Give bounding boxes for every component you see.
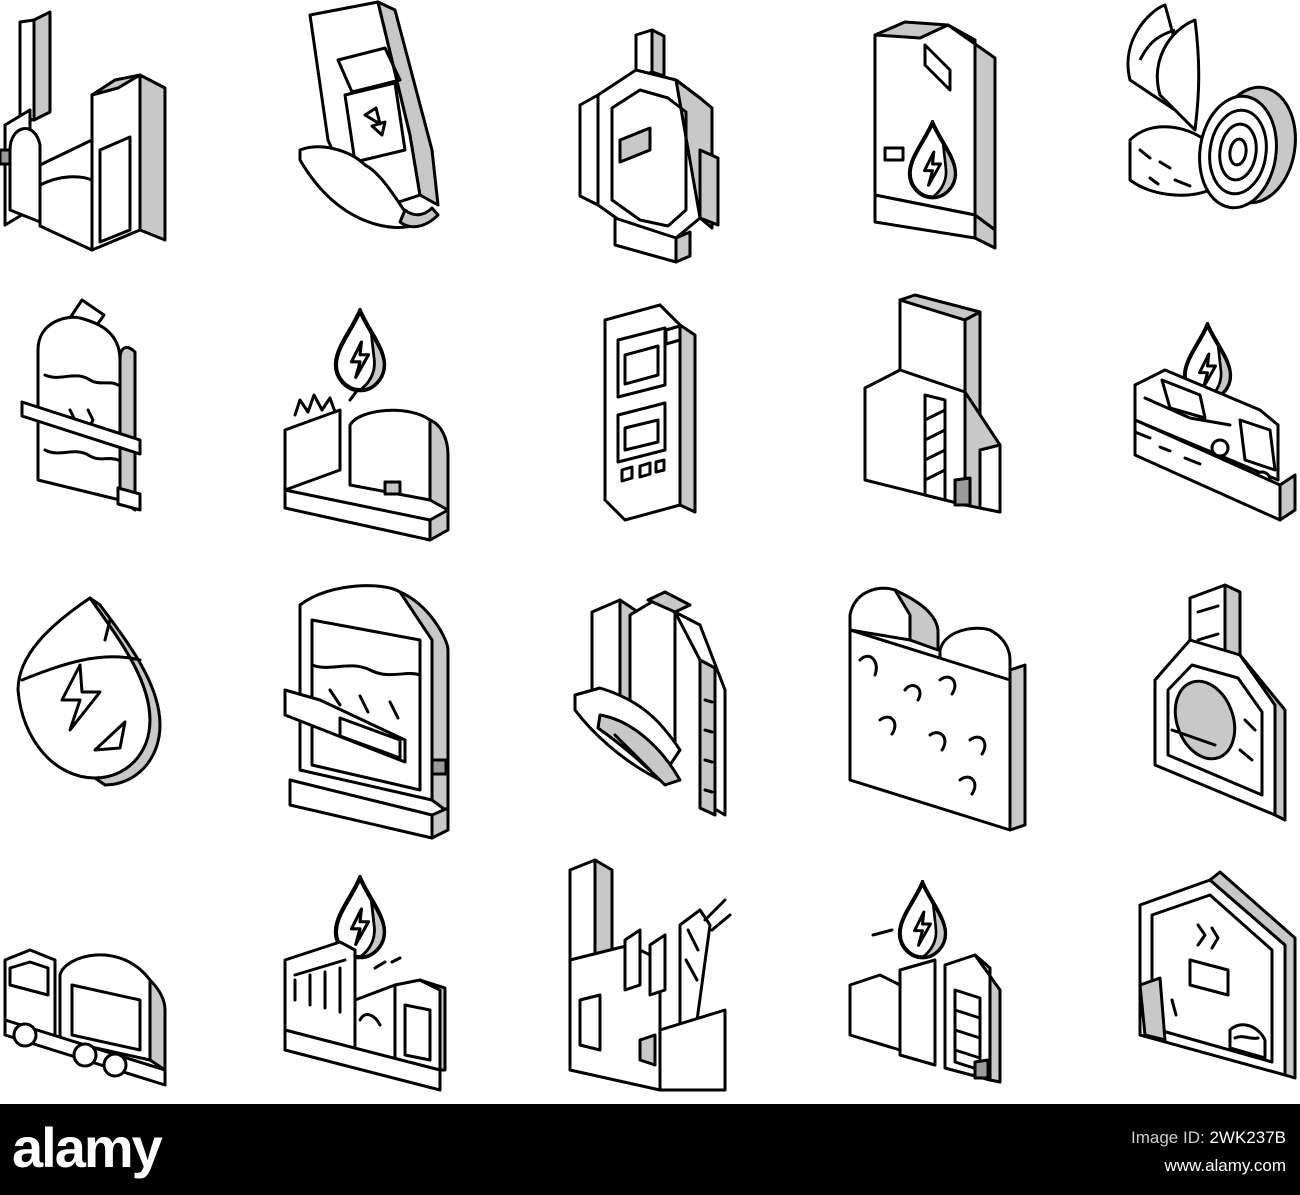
biogas-facility-icon [283, 311, 450, 542]
gas-tanker-truck-icon [3, 948, 167, 1087]
biogas-home-icon [1138, 870, 1297, 1080]
organic-waste-tank-icon [848, 586, 1027, 832]
biomass-truck-icon [1133, 325, 1297, 522]
biogas-plant-icon [0, 10, 167, 252]
biomass-feeder-icon [573, 590, 727, 817]
gas-meter-icon [603, 303, 697, 522]
bio-power-station-icon [283, 878, 447, 1092]
biofuel-canister-icon [873, 20, 997, 250]
biomass-wood-icon [1126, 3, 1297, 210]
site-url[interactable]: www.alamy.com [1164, 1156, 1286, 1175]
watermark-footer: alamy Image ID: 2WK237B www.alamy.com [0, 1104, 1300, 1195]
bio-refinery-icon [848, 883, 1002, 1084]
image-id-label: Image ID: [1131, 1128, 1205, 1147]
biomass-house-icon [1153, 583, 1287, 822]
gas-boiler-icon [578, 28, 720, 264]
digester-building-icon [863, 293, 1002, 514]
fertilizer-bag-icon [298, 0, 440, 229]
brand-logo: alamy [12, 1116, 163, 1179]
fermentation-tank-icon [20, 298, 142, 512]
image-id: 2WK237B [1209, 1128, 1286, 1147]
bioenergy-drop-icon [16, 596, 162, 787]
image-id-row: Image ID: 2WK237B [1131, 1124, 1286, 1152]
image-meta: Image ID: 2WK237B www.alamy.com [1131, 1124, 1286, 1180]
biomass-factory-icon [568, 858, 732, 1092]
digester-tank-icon [283, 584, 450, 840]
icon-grid [0, 0, 1297, 1092]
